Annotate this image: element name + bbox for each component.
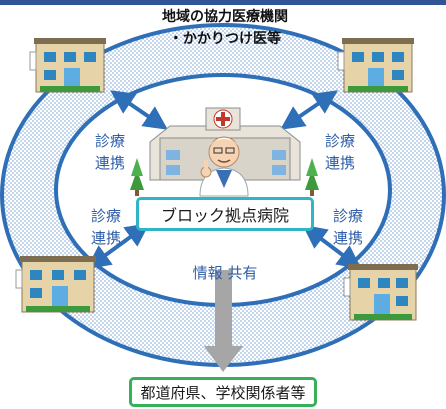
info-share-label: 情報 共有 xyxy=(192,264,258,282)
coop-label-lower-left: 診療 連携 xyxy=(84,205,128,249)
coop-arrow-upper-left-icon xyxy=(110,90,168,130)
clinic-building-icon xyxy=(29,38,106,93)
clinic-building-icon xyxy=(15,256,96,313)
coop-label-lower-right: 診療 連携 xyxy=(326,205,370,249)
coop-label-line: 連携 xyxy=(332,229,363,247)
diagram-title: 地域の協力医療機関 ・かかりつけ医等 xyxy=(140,6,310,54)
block-hospital-label: ブロック拠点病院 xyxy=(160,206,289,225)
destination-label: 都道府県、学校関係者等 xyxy=(140,383,306,402)
clinic-building-icon xyxy=(343,264,418,321)
coop-label-line: 診療 xyxy=(324,132,355,150)
coop-label-line: 診療 xyxy=(94,132,125,150)
title-line-1: 地域の協力医療機関 xyxy=(162,9,288,25)
coop-label-line: 連携 xyxy=(324,154,355,172)
top-accent-bar xyxy=(0,0,446,5)
coop-arrow-lower-right-icon xyxy=(302,224,362,270)
coop-label-line: 診療 xyxy=(90,207,121,225)
coop-label-line: 診療 xyxy=(332,207,363,225)
coop-arrow-lower-left-icon xyxy=(86,222,150,270)
coop-label-upper-right: 診療 連携 xyxy=(318,130,362,174)
coop-label-upper-left: 診療 連携 xyxy=(88,130,132,174)
clinic-building-icon xyxy=(337,38,414,93)
coop-label-line: 連携 xyxy=(90,229,121,247)
down-arrow-icon xyxy=(204,270,243,372)
title-line-2: ・かかりつけ医等 xyxy=(168,31,282,47)
coop-label-line: 連携 xyxy=(94,154,125,172)
destination-box: 都道府県、学校関係者等 xyxy=(129,377,317,407)
coop-arrow-upper-right-icon xyxy=(280,90,338,130)
block-hospital-box: ブロック拠点病院 xyxy=(136,197,314,231)
hospital-with-doctor-icon xyxy=(130,107,319,197)
